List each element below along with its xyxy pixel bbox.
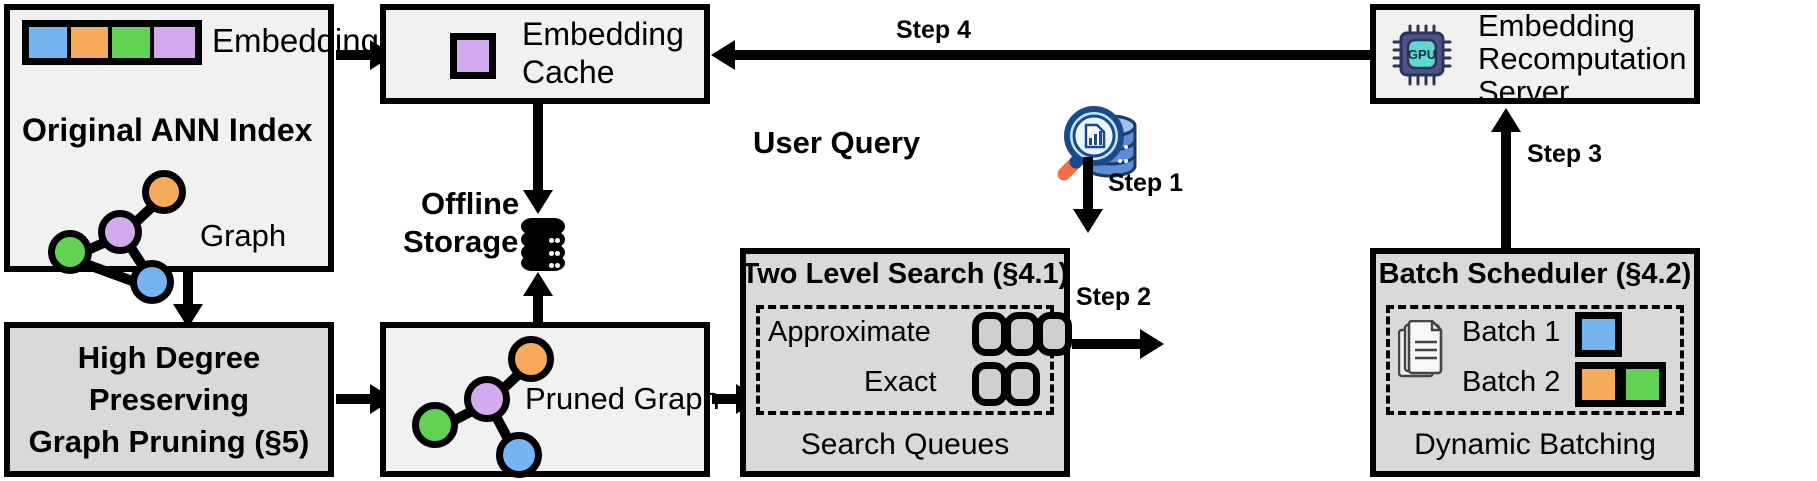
embedding-cache-box bbox=[380, 4, 710, 104]
step-4-label: Step 4 bbox=[896, 16, 972, 44]
batch-2-swatch-green bbox=[1619, 362, 1666, 407]
arrow-cache-to-storage-line bbox=[533, 104, 543, 194]
arrow-index-to-cache-line bbox=[336, 50, 374, 60]
exact-queue-cell bbox=[972, 362, 1008, 406]
graph-node-blue bbox=[130, 260, 174, 304]
step-3-label: Step 3 bbox=[1527, 140, 1603, 168]
arrow-step4-head bbox=[711, 40, 735, 70]
offline-storage-line2: Storage bbox=[403, 224, 519, 259]
recomputation-server-line2: Recomputation bbox=[1478, 41, 1687, 76]
cylinder-band bbox=[521, 218, 565, 235]
embedding-cell-orange bbox=[70, 27, 113, 58]
cylinder-dot bbox=[549, 263, 554, 268]
exact-queue-label: Exact bbox=[864, 366, 937, 398]
database-cylinder-icon bbox=[521, 218, 565, 272]
embedding-cache-swatch bbox=[450, 33, 496, 79]
graph-pruning-box: High Degree Preserving Graph Pruning (§5… bbox=[4, 322, 334, 477]
step-1-label: Step 1 bbox=[1108, 169, 1184, 197]
cylinder-dot bbox=[555, 251, 560, 256]
arrow-step1-line bbox=[1083, 157, 1093, 213]
graph-node-green bbox=[48, 230, 92, 274]
gpu-chip-icon: GPU bbox=[1392, 24, 1452, 86]
arrow-pruned-to-search-line bbox=[712, 394, 740, 404]
embedding-cache-title-line1: Embedding bbox=[522, 16, 684, 52]
graph-node-orange bbox=[508, 336, 554, 382]
embedding-cell-green bbox=[112, 27, 154, 58]
recomputation-server-line3: Server bbox=[1478, 74, 1570, 109]
arrow-step1-head bbox=[1073, 209, 1103, 233]
cylinder-dot bbox=[555, 238, 560, 243]
search-queues-caption: Search Queues bbox=[800, 428, 1010, 461]
approximate-queue-label: Approximate bbox=[768, 316, 931, 348]
cylinder-dot bbox=[549, 238, 554, 243]
arrow-step3-head bbox=[1491, 108, 1521, 132]
cylinder-dot bbox=[549, 251, 554, 256]
embedding-cell-purple bbox=[153, 27, 195, 58]
batch-1-label: Batch 1 bbox=[1462, 316, 1561, 348]
cylinder-dot bbox=[555, 263, 560, 268]
gpu-icon-text: GPU bbox=[1408, 47, 1436, 62]
graph-label: Graph bbox=[200, 218, 287, 253]
original-ann-index-title: Original ANN Index bbox=[22, 112, 313, 148]
graph-node-green bbox=[412, 402, 458, 448]
approximate-queue-cell bbox=[1004, 312, 1040, 356]
embedding-swatch-strip bbox=[22, 20, 202, 65]
dynamic-batching-panel bbox=[1386, 305, 1684, 415]
arrow-index-to-pruning-line bbox=[183, 272, 193, 308]
dynamic-batching-caption: Dynamic Batching bbox=[1414, 428, 1656, 461]
offline-storage-line1: Offline bbox=[421, 186, 520, 221]
arrow-pruned-to-storage-line bbox=[533, 296, 543, 332]
documents-stack-icon bbox=[1398, 320, 1443, 378]
embedding-cache-title-line2: Cache bbox=[522, 54, 615, 90]
recomputation-server-line1: Embedding bbox=[1478, 8, 1635, 43]
graph-node-blue bbox=[496, 432, 542, 478]
graph-node-orange bbox=[142, 170, 186, 214]
step-2-label: Step 2 bbox=[1076, 283, 1152, 311]
arrow-step4-line bbox=[735, 50, 1370, 60]
arrow-cache-to-storage-head bbox=[523, 190, 553, 214]
arrow-pruning-to-pruned-line bbox=[336, 394, 374, 404]
pruned-graph-glyph bbox=[412, 336, 572, 478]
arrow-step3-line bbox=[1501, 130, 1511, 250]
original-graph-glyph bbox=[46, 168, 196, 304]
cylinder-band bbox=[521, 255, 565, 271]
graph-node-purple bbox=[464, 376, 510, 422]
batch-scheduler-title: Batch Scheduler (§4.2) bbox=[1378, 258, 1692, 290]
arrow-step2-head bbox=[1140, 329, 1164, 359]
search-database-icon bbox=[1057, 106, 1137, 181]
batch-1-swatch-blue bbox=[1575, 312, 1622, 357]
approximate-queue-cell bbox=[1036, 312, 1072, 356]
approximate-queue-cell bbox=[972, 312, 1008, 356]
search-queues-panel bbox=[756, 305, 1054, 415]
graph-node-purple bbox=[98, 210, 142, 254]
cylinder-band bbox=[521, 231, 565, 248]
arrow-step2-line bbox=[1072, 339, 1144, 349]
embedding-cell-blue bbox=[29, 27, 71, 58]
graph-pruning-line2: Graph Pruning (§5) bbox=[28, 423, 310, 459]
batch-2-swatch-orange bbox=[1575, 362, 1622, 407]
exact-queue-cell bbox=[1004, 362, 1040, 406]
graph-pruning-line1: High Degree Preserving bbox=[77, 339, 261, 417]
arrow-pruned-to-storage-head bbox=[523, 272, 553, 296]
two-level-search-title: Two Level Search (§4.1) bbox=[741, 258, 1069, 290]
pruned-graph-label: Pruned Graph bbox=[525, 381, 720, 416]
user-query-label: User Query bbox=[753, 125, 921, 160]
batch-2-label: Batch 2 bbox=[1462, 366, 1561, 398]
